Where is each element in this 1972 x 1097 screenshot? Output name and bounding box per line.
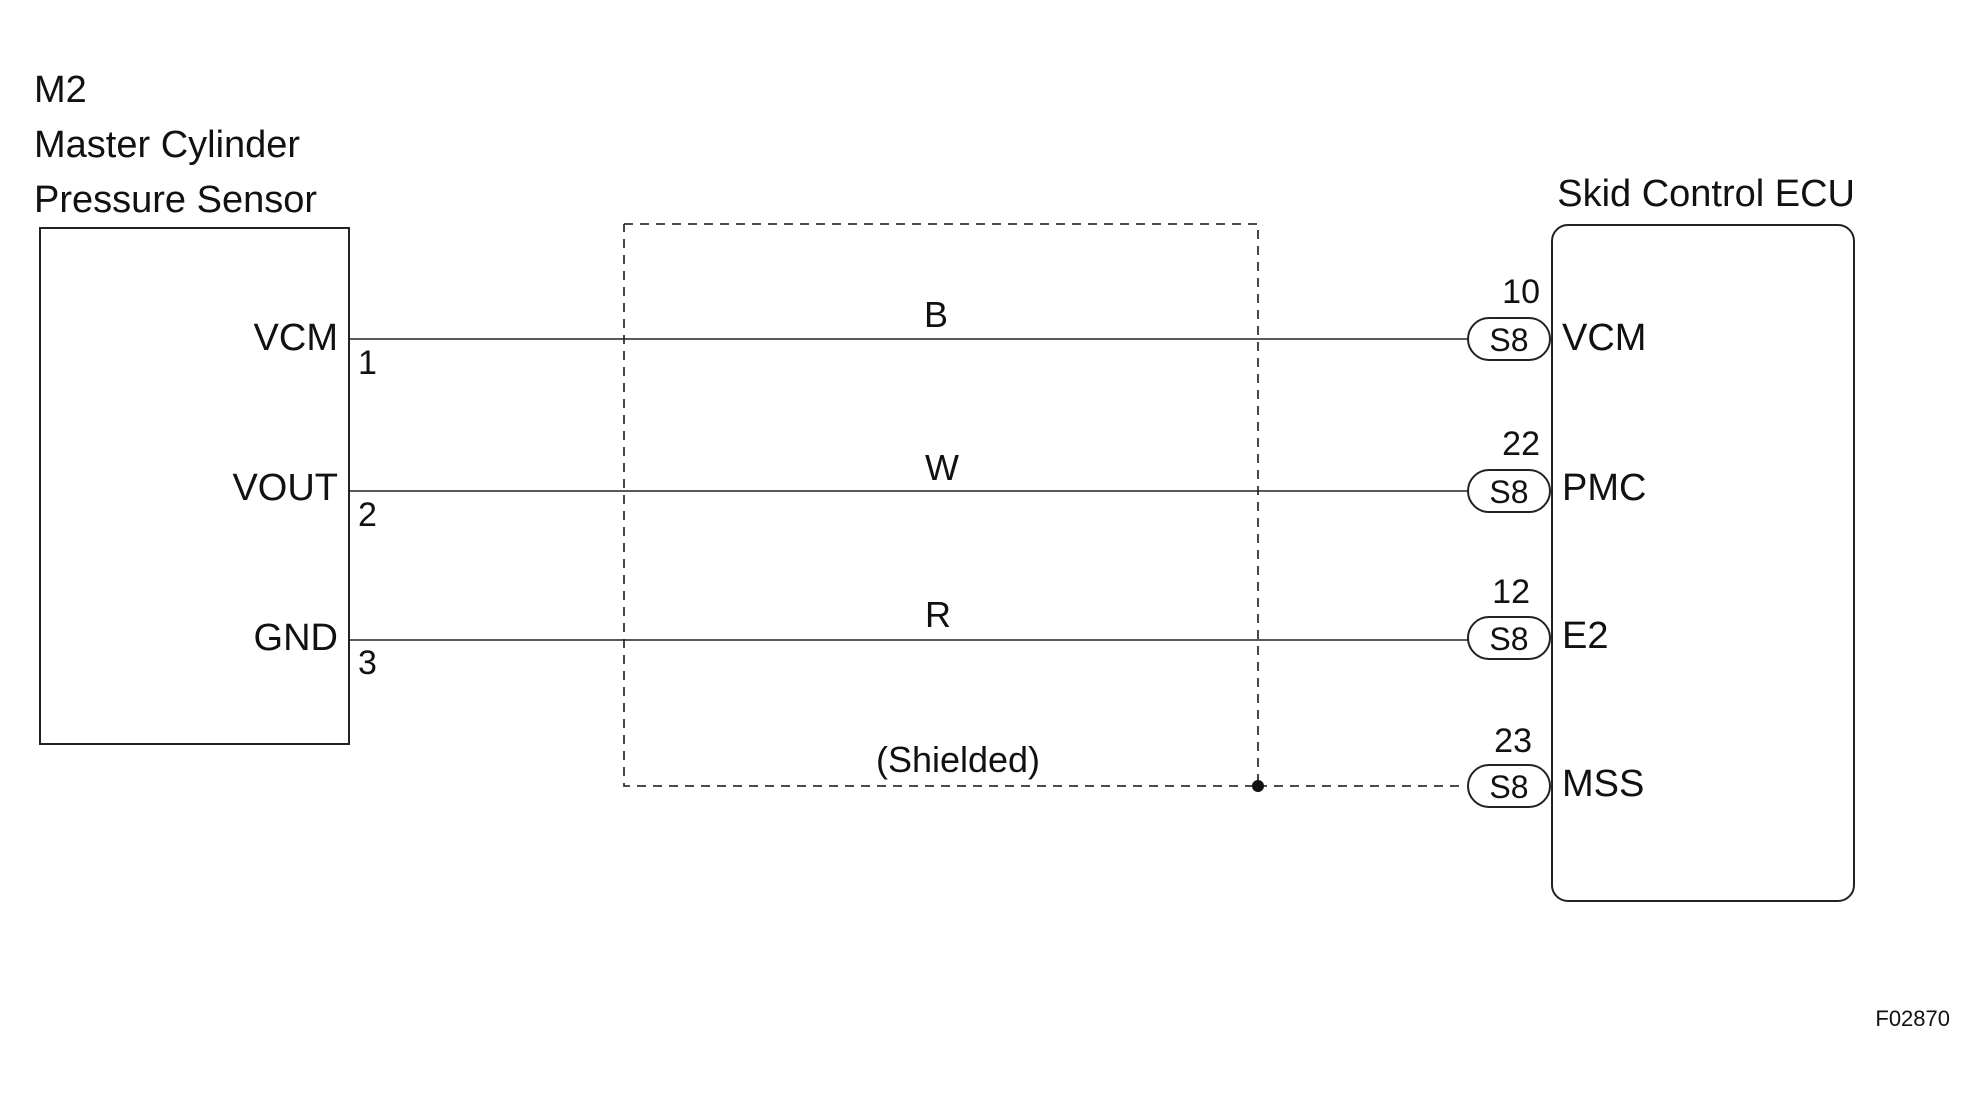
ecu-box bbox=[1551, 224, 1855, 902]
connector-label: S8 bbox=[1489, 621, 1528, 657]
ecu-terminal-number-10: 10 bbox=[1502, 273, 1540, 311]
ecu-terminal-label-e2: E2 bbox=[1562, 615, 1608, 657]
sensor-name-line2: Pressure Sensor bbox=[34, 179, 317, 221]
wire-color-b: B bbox=[924, 294, 948, 335]
wire-color-w: W bbox=[925, 447, 959, 488]
sensor-name-line1: Master Cylinder bbox=[34, 124, 300, 166]
figure-code: F02870 bbox=[1875, 1006, 1950, 1031]
sensor-pin-number-1: 1 bbox=[358, 344, 377, 382]
sensor-code: M2 bbox=[34, 69, 87, 111]
connector-s8-mss: S8 bbox=[1467, 764, 1551, 808]
ecu-terminal-label-vcm: VCM bbox=[1562, 317, 1646, 359]
connector-s8-pmc: S8 bbox=[1467, 469, 1551, 513]
ecu-terminal-number-12: 12 bbox=[1492, 573, 1530, 611]
sensor-pin-number-2: 2 bbox=[358, 496, 377, 534]
ecu-terminal-number-23: 23 bbox=[1494, 722, 1532, 760]
connector-s8-e2: S8 bbox=[1467, 616, 1551, 660]
shield-outline bbox=[623, 223, 1259, 787]
sensor-box bbox=[39, 227, 350, 745]
connector-label: S8 bbox=[1489, 322, 1528, 358]
sensor-pin-label-gnd: GND bbox=[254, 617, 338, 659]
connector-label: S8 bbox=[1489, 474, 1528, 510]
connector-label: S8 bbox=[1489, 769, 1528, 805]
ecu-terminal-label-pmc: PMC bbox=[1562, 467, 1646, 509]
sensor-pin-number-3: 3 bbox=[358, 644, 377, 682]
sensor-pin-label-vout: VOUT bbox=[232, 467, 338, 509]
ecu-terminal-label-mss: MSS bbox=[1562, 763, 1644, 805]
shield-label: (Shielded) bbox=[876, 739, 1040, 780]
wire-color-r: R bbox=[925, 594, 951, 635]
ecu-name: Skid Control ECU bbox=[1557, 173, 1855, 215]
ecu-terminal-number-22: 22 bbox=[1502, 425, 1540, 463]
connector-s8-vcm: S8 bbox=[1467, 317, 1551, 361]
sensor-pin-label-vcm: VCM bbox=[254, 317, 338, 359]
shield-junction-dot bbox=[1252, 780, 1264, 792]
